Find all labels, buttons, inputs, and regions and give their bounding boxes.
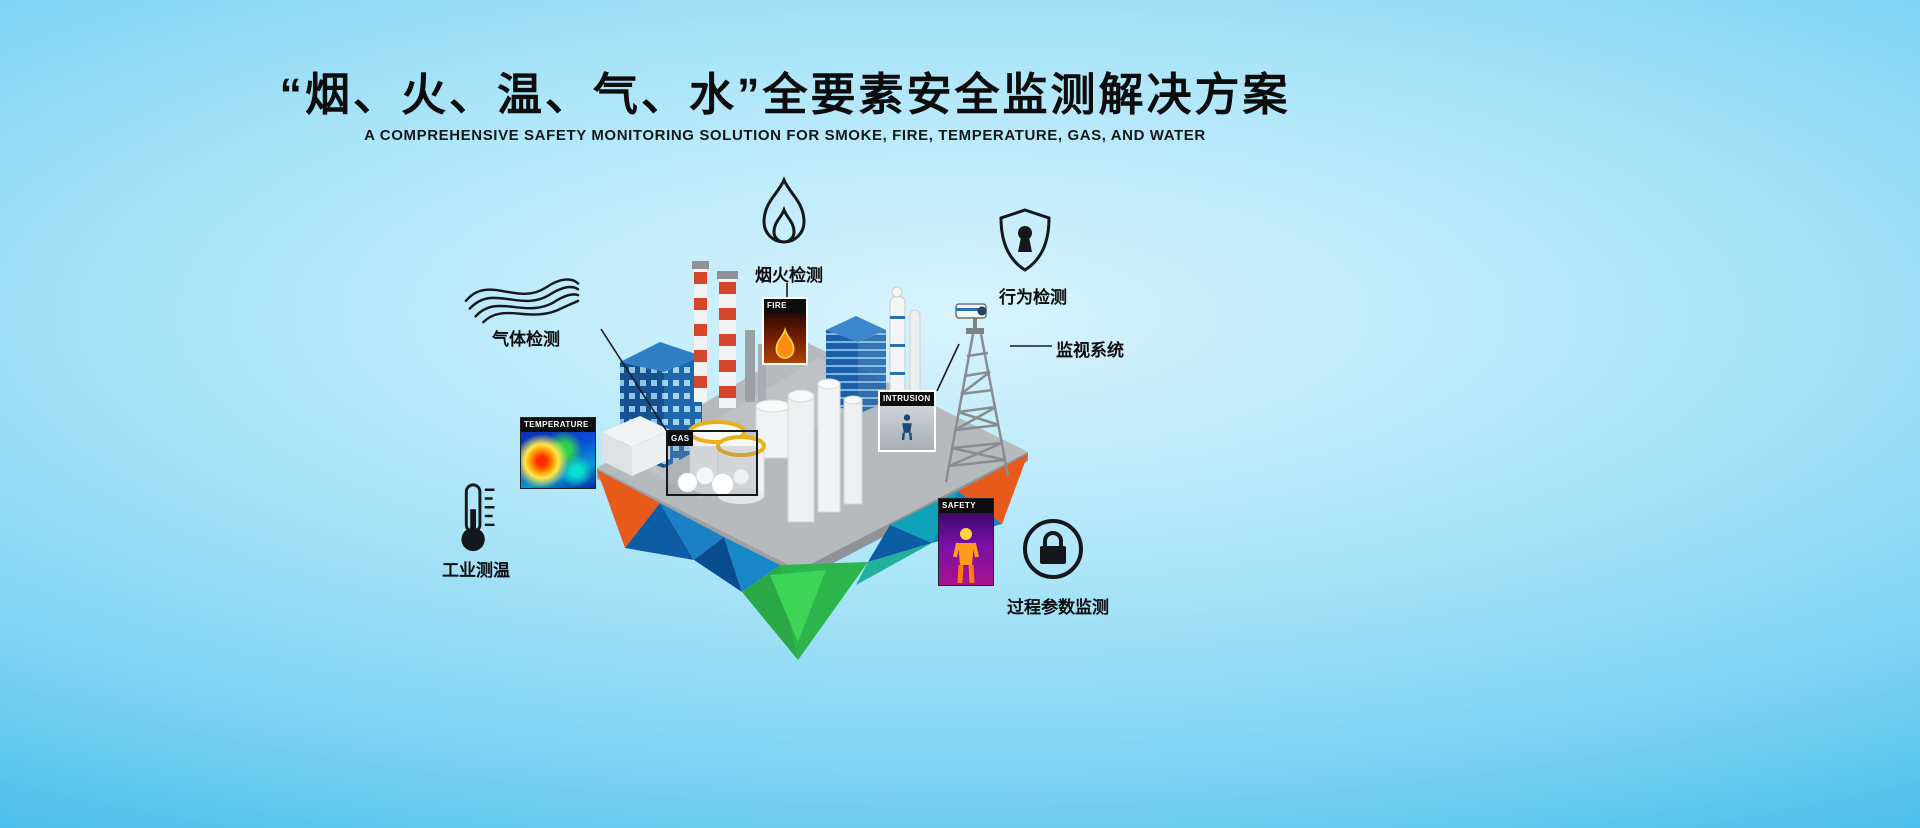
flame-icon [751, 176, 817, 265]
smoke-waves-icon [463, 268, 581, 331]
gas-tag: GAS [666, 430, 758, 496]
connector-lines [600, 283, 1052, 434]
distillation-columns [889, 286, 921, 405]
temperature-tag: TEMPERATURE [520, 417, 596, 489]
lattice-tower [944, 333, 1010, 483]
callout-surveillance-system: 监视系统 [1056, 341, 1124, 360]
intrusion-tag: INTRUSION [878, 390, 936, 452]
thermal-person-figure [953, 528, 979, 584]
lock-circle-icon [1021, 517, 1085, 586]
fire-image [764, 313, 806, 363]
callout-industrial-temperature: 工业测温 [442, 561, 510, 580]
safety-thermal-image [939, 513, 993, 585]
warehouse [602, 416, 670, 476]
fire-tag: FIRE [762, 297, 808, 365]
fire-flame-shape [775, 327, 795, 359]
callout-process-parameters: 过程参数监测 [1007, 598, 1109, 617]
intrusion-tag-label: INTRUSION [880, 392, 934, 406]
fire-tag-label: FIRE [764, 299, 806, 313]
shield-keyhole-icon [995, 204, 1055, 281]
intrusion-image [880, 406, 934, 450]
page-title: “烟、火、温、气、水”全要素安全监测解决方案 [279, 69, 1291, 120]
safety-tag: SAFETY [938, 498, 994, 586]
page-subtitle: A COMPREHENSIVE SAFETY MONITORING SOLUTI… [364, 127, 1206, 144]
temperature-thermal-image [521, 432, 595, 488]
gas-smoke-image [668, 446, 756, 494]
storage-tanks [787, 378, 863, 523]
striped-chimneys [692, 261, 766, 408]
person-figure [901, 414, 913, 441]
gas-tag-label: GAS [668, 432, 693, 446]
temperature-tag-label: TEMPERATURE [521, 418, 595, 432]
safety-tag-label: SAFETY [939, 499, 993, 513]
callout-behavior-detection: 行为检测 [999, 288, 1067, 307]
cctv-camera [955, 303, 987, 334]
thermometer-icon [452, 480, 502, 559]
callout-gas-detection: 气体检测 [492, 330, 560, 349]
callout-smoke-fire-detection: 烟火检测 [755, 266, 823, 285]
